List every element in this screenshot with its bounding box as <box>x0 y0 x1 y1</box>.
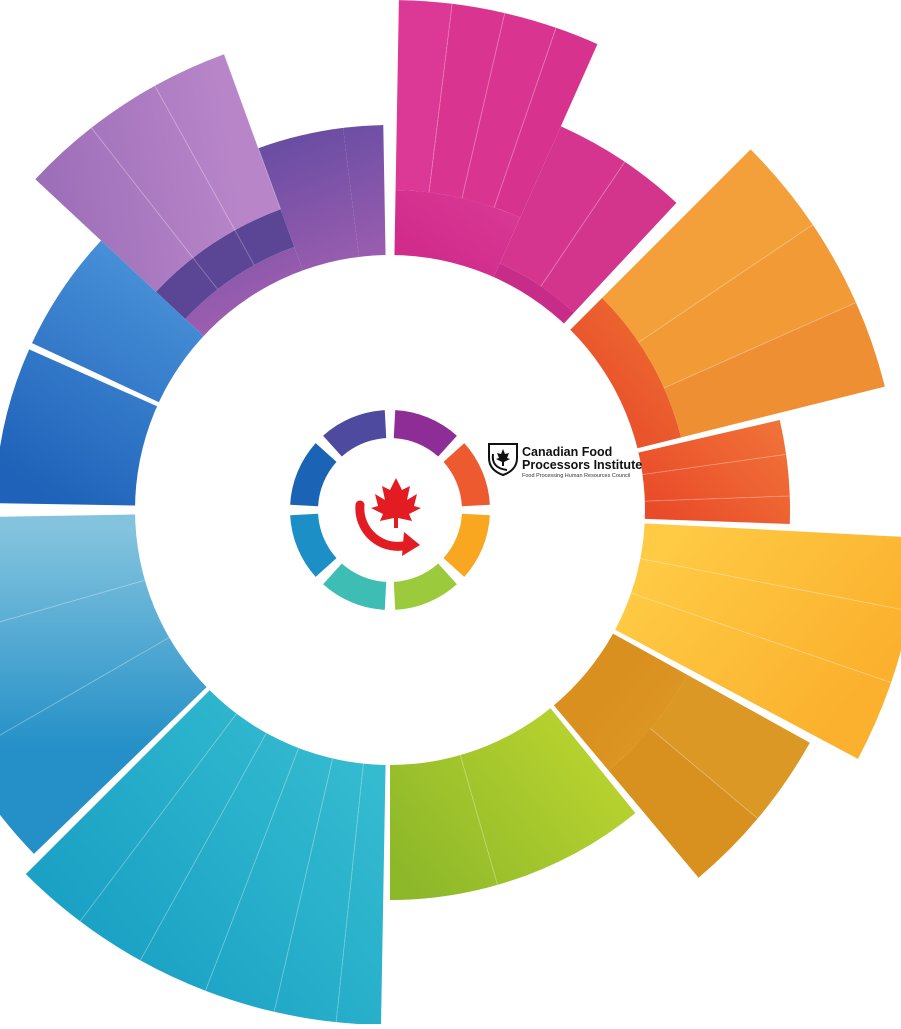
central-canada-segment <box>91 85 235 258</box>
separator-line-2 <box>223 54 282 210</box>
logo-name-line1: Canadian Food <box>522 445 612 459</box>
hub-segment-5 <box>323 563 387 610</box>
separator-line-7 <box>638 224 814 343</box>
eastern-canada-segment <box>154 54 281 231</box>
job-competencies-segment <box>429 3 505 199</box>
regional-reps-segment <box>155 209 295 320</box>
assessment-checklists-segment <box>461 13 557 208</box>
logo-name-line2: Processors Institute <box>522 458 642 472</box>
national-occupational-standards-segment <box>494 27 598 218</box>
logo-subtitle: Food Processing Human Resources Council <box>522 473 630 479</box>
industrial-meat-cutter-segment <box>540 161 677 313</box>
food-safety-supervisor-segment <box>499 126 625 287</box>
separator-line-5 <box>493 27 557 208</box>
separator-line-10 <box>644 495 790 502</box>
on-site-delivery-segment <box>638 224 856 388</box>
separator-line-1 <box>154 85 255 266</box>
hub-segment-6 <box>290 513 337 577</box>
separator-line-17 <box>204 747 300 991</box>
separator-line-15 <box>335 763 364 1023</box>
separator-line-20 <box>0 637 170 736</box>
hub-segment-4 <box>393 563 457 610</box>
essential-skills-profiles-segment <box>395 0 453 193</box>
separator-line-14 <box>459 754 498 886</box>
center-hub <box>290 410 490 610</box>
hub-segment-8 <box>323 410 387 457</box>
separator-line-9 <box>642 453 787 476</box>
meatcutters-segment <box>608 728 758 878</box>
in-person-delivery-segment <box>664 302 885 438</box>
separator-line-16 <box>273 758 334 1012</box>
separators-layer <box>0 3 901 1023</box>
separator-line-0 <box>91 127 219 290</box>
online-delivery-segment <box>602 149 813 343</box>
separator-line-19 <box>79 713 237 922</box>
separator-line-3 <box>428 3 453 193</box>
hub-segment-1 <box>393 410 457 457</box>
maple-leaf-icon <box>371 478 421 528</box>
arrow-head-icon <box>402 532 420 556</box>
separator-line-12 <box>630 592 892 684</box>
separator-line-13 <box>650 728 759 819</box>
separator-line-11 <box>640 558 901 610</box>
maple-leaf-icon <box>496 449 510 466</box>
separator-line-18 <box>139 732 267 961</box>
western-canada-segment <box>35 127 193 292</box>
haccp-professional-segment <box>650 674 810 819</box>
circular-arrow-icon <box>355 500 413 551</box>
swoosh-icon <box>491 453 508 471</box>
hub-segment-7 <box>290 443 337 507</box>
separator-line-6 <box>540 161 626 287</box>
separator-line-4 <box>461 12 506 199</box>
hub-segment-2 <box>443 443 490 507</box>
separator-line-21 <box>0 579 146 623</box>
cfpi-logo: Canadian Food Processors Institute Food … <box>488 443 642 479</box>
hub-segment-3 <box>443 513 490 577</box>
separator-line-8 <box>663 302 857 389</box>
